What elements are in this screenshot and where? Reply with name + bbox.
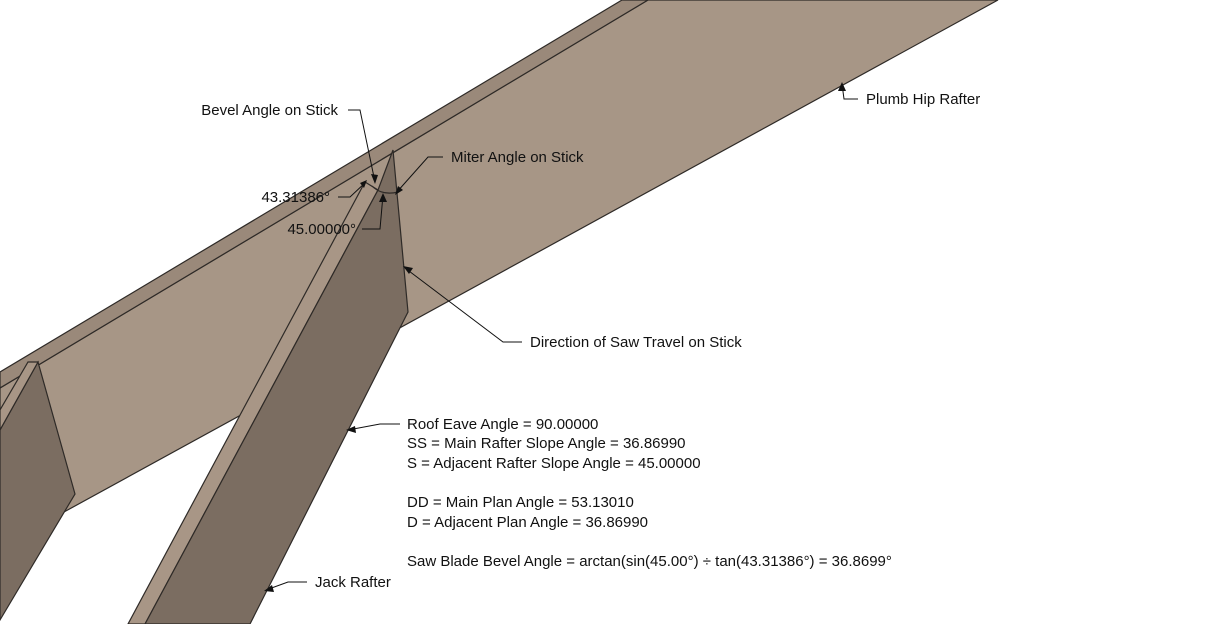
jack-rafter-arrowhead <box>264 585 274 592</box>
miter-angle-arc <box>371 185 399 194</box>
bevel-angle-value: 43.31386° <box>261 189 330 206</box>
adjacent-rafter-slope-text: S = Adjacent Rafter Slope Angle = 45.000… <box>407 455 701 472</box>
bevel-angle-label: Bevel Angle on Stick <box>201 102 338 119</box>
roof-eave-leader <box>347 423 400 431</box>
miter-angle-label: Miter Angle on Stick <box>451 149 584 166</box>
bevel-value-leader <box>338 181 367 198</box>
plumb-hip-leader <box>841 83 858 100</box>
bevel-value-arrowhead <box>360 180 367 188</box>
saw-travel-label: Direction of Saw Travel on Stick <box>530 334 742 351</box>
saw-travel-leader <box>404 267 522 343</box>
main-plan-angle-text: DD = Main Plan Angle = 53.13010 <box>407 494 634 511</box>
miter-angle-arrowhead <box>395 186 403 195</box>
plumb-hip-arrowhead <box>838 82 846 91</box>
miter-value-arrowhead <box>379 193 387 202</box>
saw-blade-bevel-text: Saw Blade Bevel Angle = arctan(sin(45.00… <box>407 553 892 570</box>
left-jack-rafter-top <box>0 361 40 432</box>
jack-rafter-face <box>144 149 409 624</box>
main-rafter-slope-text: SS = Main Rafter Slope Angle = 36.86990 <box>407 435 686 452</box>
bevel-angle-arrowhead <box>371 174 378 184</box>
roof-eave-angle-text: Roof Eave Angle = 90.00000 <box>407 416 598 433</box>
jack-rafter-label: Jack Rafter <box>315 574 391 591</box>
plumb-hip-rafter-label: Plumb Hip Rafter <box>866 91 980 108</box>
hip-rafter-top-edge <box>0 0 650 389</box>
bevel-angle-leader <box>348 109 376 183</box>
jack-rafter-leader <box>265 581 307 591</box>
adjacent-plan-angle-text: D = Adjacent Plan Angle = 36.86990 <box>407 514 648 531</box>
roof-eave-arrowhead <box>346 426 356 433</box>
saw-travel-arrowhead <box>403 266 413 274</box>
miter-angle-value: 45.00000° <box>287 221 356 238</box>
miter-angle-leader <box>395 156 443 194</box>
miter-value-leader <box>362 194 384 230</box>
